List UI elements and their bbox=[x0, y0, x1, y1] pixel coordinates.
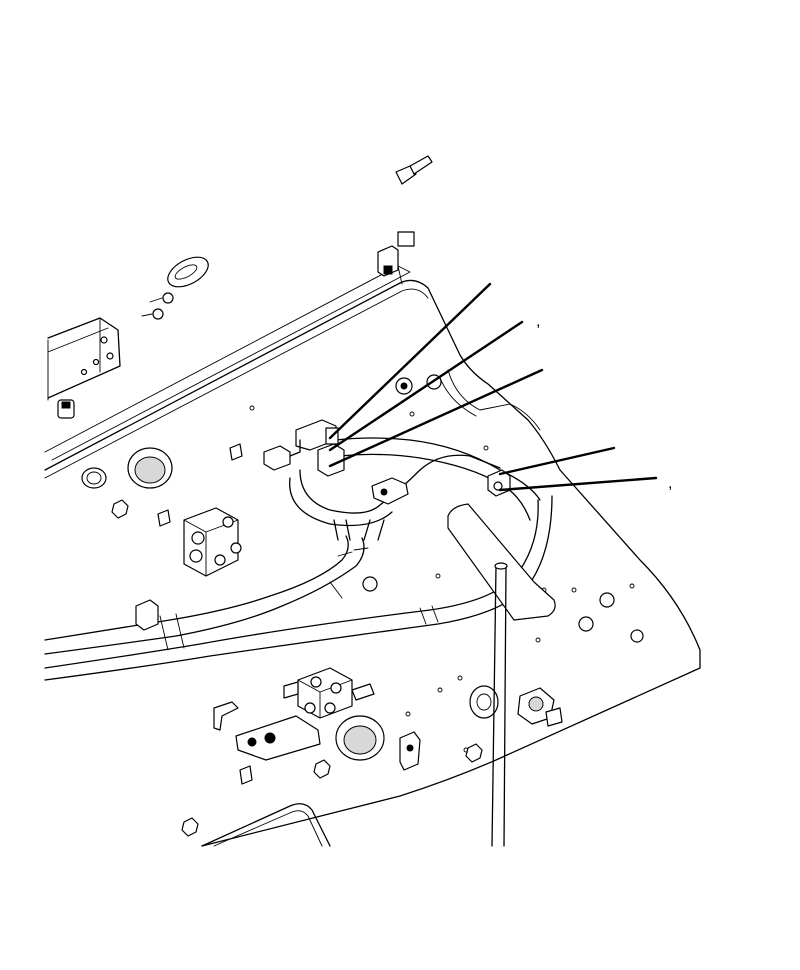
callout-label-5: , bbox=[668, 475, 672, 492]
manifold-fittings bbox=[263, 419, 511, 505]
nuts bbox=[111, 443, 483, 837]
brackets bbox=[135, 599, 563, 771]
callout-labels: , , bbox=[536, 313, 672, 492]
top-hardware bbox=[57, 155, 433, 419]
callout-label-2: , bbox=[536, 313, 540, 330]
hydraulic-hoses bbox=[44, 437, 553, 681]
grommets bbox=[81, 374, 644, 761]
lower-panel bbox=[201, 803, 331, 847]
callout-leaders bbox=[328, 282, 658, 492]
valve-blocks bbox=[183, 507, 375, 719]
pedal-rod bbox=[447, 503, 556, 847]
left-console bbox=[47, 317, 121, 401]
leader-line-5 bbox=[498, 476, 658, 492]
leader-line-1 bbox=[328, 282, 492, 440]
floor-plate bbox=[44, 265, 701, 847]
leader-line-2 bbox=[328, 320, 524, 452]
leader-line-4 bbox=[498, 446, 616, 476]
leader-line-3 bbox=[328, 368, 544, 468]
